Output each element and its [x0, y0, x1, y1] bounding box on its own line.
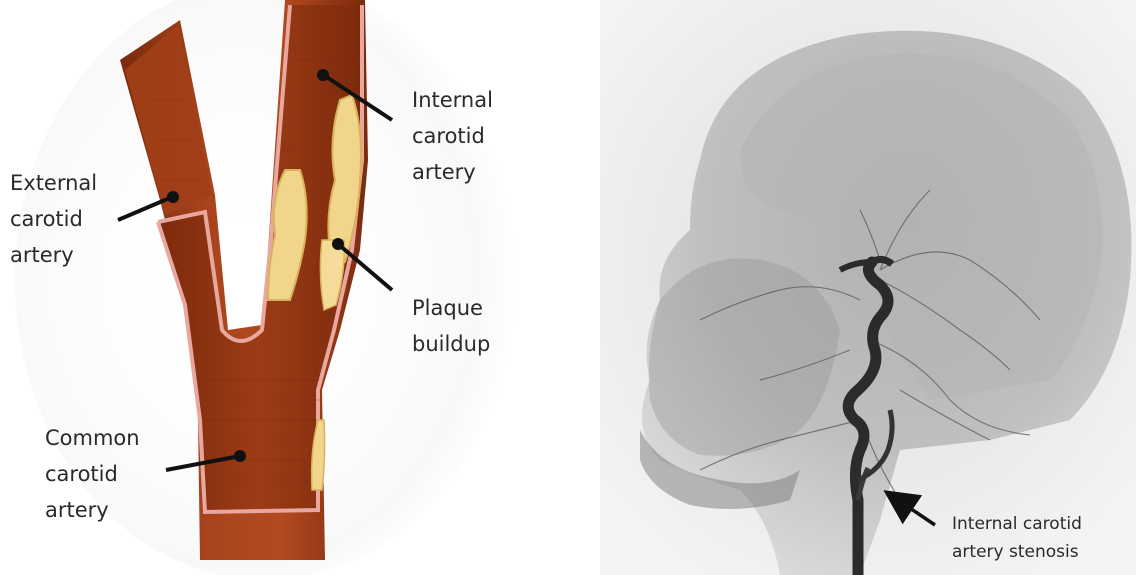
label-internal-carotid: Internal carotid artery — [412, 82, 493, 190]
angiogram-image — [600, 0, 1136, 575]
label-common-carotid: Common carotid artery — [45, 420, 140, 528]
label-external-carotid: External carotid artery — [10, 165, 97, 273]
label-stenosis: Internal carotid artery stenosis — [952, 510, 1082, 566]
label-plaque-buildup: Plaque buildup — [412, 290, 490, 362]
